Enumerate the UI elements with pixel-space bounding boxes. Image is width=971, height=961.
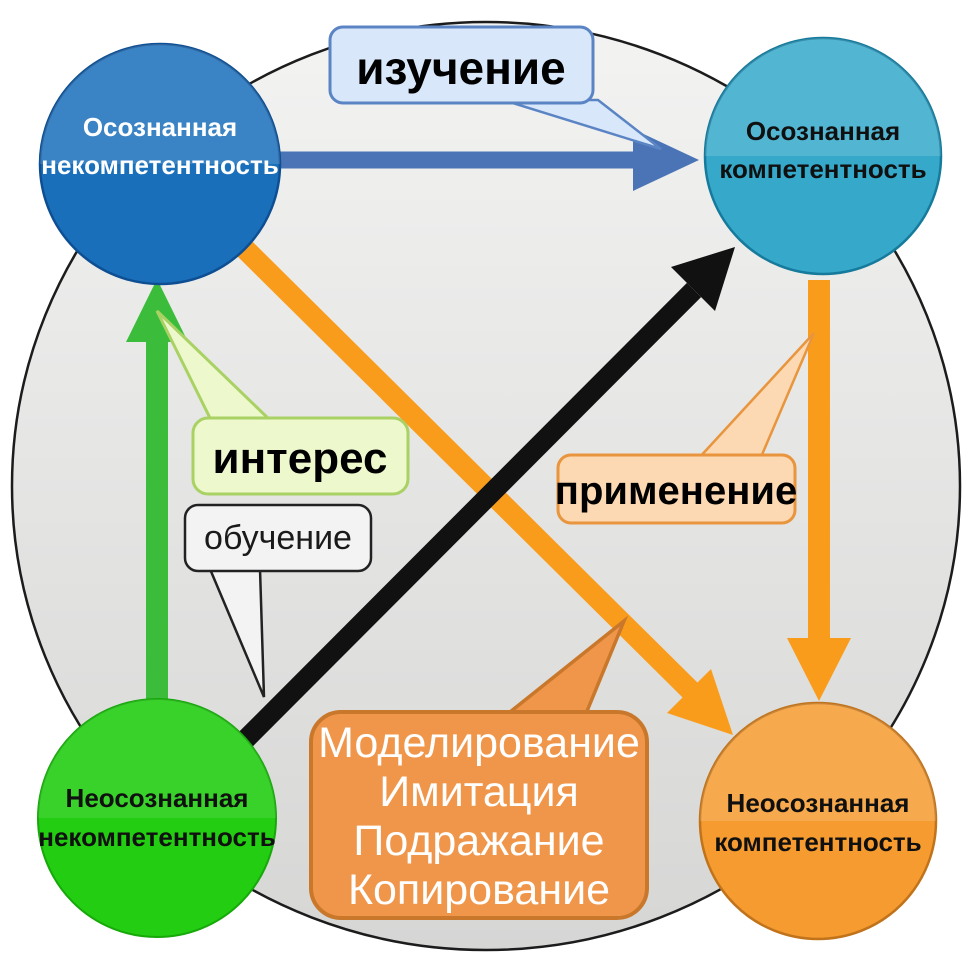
node-unconscious-competence: Неосознанная компетентность <box>698 701 938 941</box>
node-label: Неосознанная <box>66 783 249 813</box>
callout-modeling-line: Имитация <box>379 768 579 816</box>
callout-modeling-line: Моделирование <box>318 719 640 767</box>
callout-modeling: Моделирование Имитация Подражание Копиро… <box>309 615 649 920</box>
node-conscious-competence-circle <box>703 36 943 276</box>
node-conscious-incompetence: Осознанная некомпетентность <box>38 42 282 286</box>
callout-study-label: изучение <box>356 42 566 94</box>
node-label: Осознанная <box>746 116 900 146</box>
callout-interest-label: интерес <box>213 434 388 483</box>
node-conscious-competence: Осознанная компетентность <box>703 36 943 276</box>
application-arrow-head <box>787 638 851 701</box>
node-unconscious-incompetence-circle <box>37 698 277 938</box>
callout-training-label: обучение <box>204 519 352 557</box>
callout-modeling-line: Подражание <box>353 817 604 865</box>
callout-training: обучение <box>183 503 373 698</box>
callout-training-bubble <box>183 503 373 573</box>
node-label: Осознанная <box>83 112 237 142</box>
training-arrow-head <box>671 247 735 311</box>
callout-modeling-line: Копирование <box>348 866 610 914</box>
modeling-arrow-shaft <box>237 241 699 699</box>
node-unconscious-incompetence-gloss <box>38 699 276 818</box>
node-label: компетентность <box>714 827 921 857</box>
node-unconscious-incompetence: Неосознанная некомпетентность <box>37 698 277 938</box>
node-unconscious-competence-circle <box>698 701 938 941</box>
modeling-arrow-head <box>667 669 733 735</box>
node-label: компетентность <box>719 154 926 184</box>
callout-study: изучение <box>328 25 662 151</box>
callouts-layer: обучение интерес изучение применение Мод… <box>155 25 816 920</box>
callout-study-bubble <box>328 25 595 105</box>
node-conscious-incompetence-circle <box>38 42 282 286</box>
node-label: некомпетентность <box>38 822 275 852</box>
node-unconscious-competence-gloss <box>700 703 936 821</box>
node-conscious-competence-gloss <box>705 38 941 156</box>
arrows-layer <box>126 129 851 748</box>
callout-interest: интерес <box>155 309 410 496</box>
node-conscious-incompetence-gloss <box>40 44 280 164</box>
node-label: некомпетентность <box>41 150 278 180</box>
training-arrow-shaft <box>237 282 702 748</box>
callout-application: применение <box>555 332 816 525</box>
node-label: Неосознанная <box>727 788 910 818</box>
callout-interest-bubble <box>191 416 410 496</box>
callout-application-bubble <box>556 453 797 525</box>
nodes-layer: Осознанная некомпетентность Осознанная к… <box>37 36 943 941</box>
callout-modeling-bubble <box>309 710 649 920</box>
callout-application-label: применение <box>555 469 797 513</box>
